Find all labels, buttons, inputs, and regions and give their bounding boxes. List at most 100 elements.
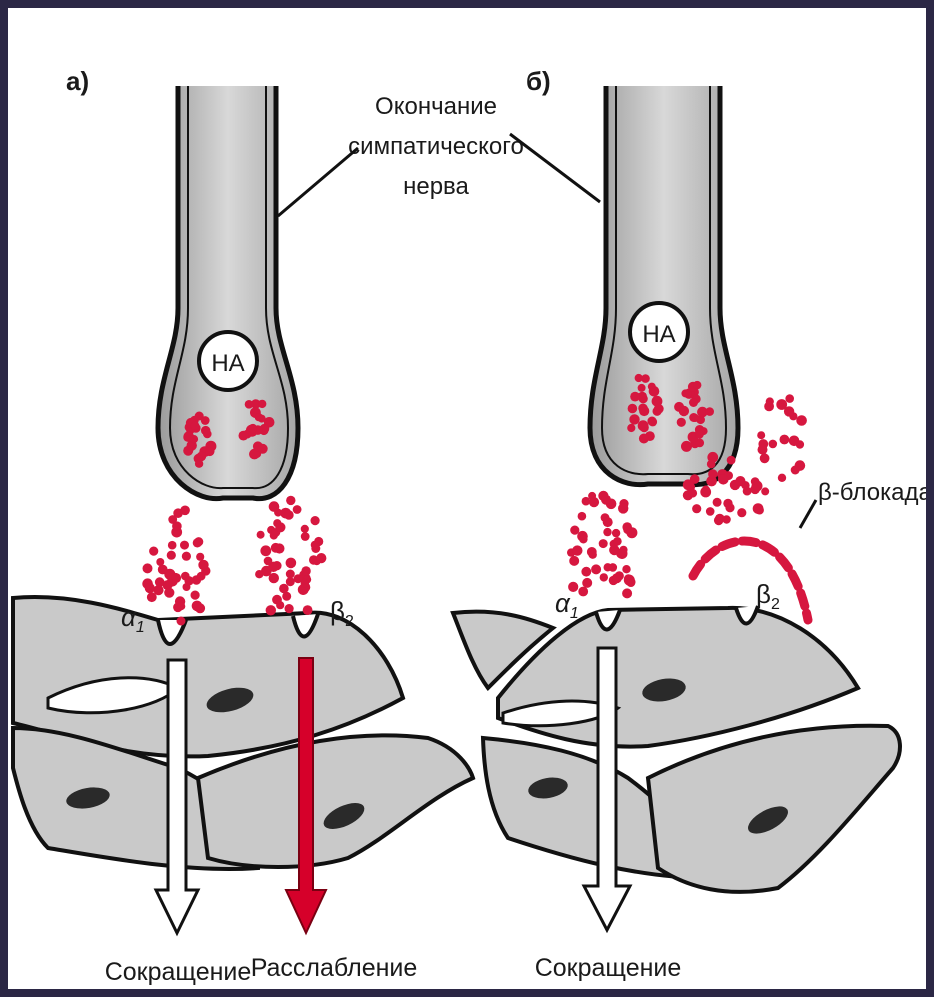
transmitter-dot bbox=[579, 535, 587, 543]
transmitter-dot bbox=[248, 424, 257, 433]
transmitter-dot bbox=[609, 545, 619, 555]
receptor-alpha-label-b: α1 bbox=[555, 588, 579, 622]
transmitter-dot bbox=[764, 402, 774, 412]
transmitter-dot bbox=[639, 434, 649, 444]
panel-a-letter: а) bbox=[66, 66, 89, 96]
transmitter-dot bbox=[760, 453, 770, 463]
transmitter-dot bbox=[264, 557, 273, 566]
transmitter-dot bbox=[639, 394, 648, 403]
transmitter-dot bbox=[684, 390, 692, 398]
transmitter-dot bbox=[654, 404, 664, 414]
transmitter-dot bbox=[197, 452, 207, 462]
transmitter-dot bbox=[266, 605, 276, 615]
transmitter-dot bbox=[784, 406, 794, 416]
nerve-label-group: Окончание симпатического нерва bbox=[278, 93, 600, 216]
outcome-contraction-a: Сокращение bbox=[105, 958, 252, 986]
transmitter-dot bbox=[600, 573, 608, 581]
outcome-contraction-b: Сокращение bbox=[535, 954, 682, 982]
transmitter-dot bbox=[191, 421, 200, 430]
transmitter-dot bbox=[582, 578, 592, 588]
transmitter-dot bbox=[648, 418, 657, 427]
transmitter-dot bbox=[177, 602, 185, 610]
transmitter-dot bbox=[177, 617, 186, 626]
transmitter-dot bbox=[275, 522, 285, 532]
transmitter-dot bbox=[635, 374, 643, 382]
transmitter-dot bbox=[689, 398, 698, 407]
transmitter-dot bbox=[791, 466, 800, 475]
transmitter-dot bbox=[612, 573, 622, 583]
transmitter-dot bbox=[301, 532, 310, 541]
blockade-leader-line bbox=[800, 500, 816, 528]
transmitter-dot bbox=[707, 460, 716, 469]
transmitter-dot bbox=[286, 577, 295, 586]
transmitter-dot bbox=[301, 579, 309, 587]
transmitter-dot bbox=[722, 515, 730, 523]
transmitter-dot bbox=[172, 521, 182, 531]
transmitter-dot bbox=[589, 497, 599, 507]
transmitter-dot bbox=[570, 526, 579, 535]
transmitter-dot bbox=[688, 489, 697, 498]
transmitter-dot bbox=[622, 588, 632, 598]
transmitter-dot bbox=[708, 469, 717, 478]
transmitter-dot bbox=[286, 558, 297, 569]
transmitter-dot bbox=[311, 516, 320, 525]
transmitter-dot bbox=[612, 529, 620, 537]
muscle-cell-a3 bbox=[198, 735, 473, 867]
transmitter-dot bbox=[182, 552, 191, 561]
transmitter-dot bbox=[572, 545, 582, 555]
transmitter-dot bbox=[743, 487, 752, 496]
muscle-tissue-b bbox=[453, 608, 900, 892]
nerve-label-line2: симпатического bbox=[348, 133, 524, 160]
transmitter-dot bbox=[638, 420, 649, 431]
transmitter-dot bbox=[184, 576, 193, 585]
transmitter-dot bbox=[761, 487, 769, 495]
transmitter-dot bbox=[164, 588, 174, 598]
diagram-frame: а) НА α1 β2 Сокращение Расслаблени bbox=[8, 8, 926, 989]
transmitter-dot bbox=[200, 561, 208, 569]
transmitter-dot bbox=[628, 404, 638, 414]
transmitter-dot bbox=[780, 435, 790, 445]
transmitter-dot bbox=[255, 413, 263, 421]
outcome-relaxation-a: Расслабление bbox=[251, 954, 418, 982]
transmitter-dot bbox=[279, 584, 289, 594]
transmitter-dot bbox=[201, 416, 210, 425]
transmitter-dot bbox=[582, 497, 591, 506]
leader-line-b bbox=[510, 134, 600, 202]
panel-b-letter: б) bbox=[526, 66, 551, 96]
receptor-beta-label-a: β2 bbox=[330, 596, 354, 630]
transmitter-dot bbox=[301, 566, 310, 575]
transmitter-dot bbox=[796, 415, 807, 426]
transmitter-dot bbox=[578, 512, 587, 521]
transmitter-dot bbox=[171, 573, 179, 581]
transmitter-dot bbox=[591, 564, 601, 574]
transmitter-dot bbox=[183, 446, 193, 456]
transmitter-dot bbox=[173, 508, 183, 518]
transmitter-dot bbox=[276, 601, 284, 609]
transmitter-dot bbox=[601, 495, 611, 505]
transmitter-dot bbox=[303, 605, 313, 615]
transmitter-dot bbox=[755, 506, 764, 515]
transmitter-dot bbox=[183, 431, 194, 442]
transmitter-dot bbox=[683, 479, 694, 490]
transmitter-dot bbox=[679, 406, 689, 416]
transmitter-dot bbox=[723, 499, 732, 508]
transmitter-dot bbox=[255, 570, 263, 578]
transmitter-dot bbox=[693, 381, 701, 389]
transmitter-dot bbox=[626, 527, 637, 538]
receptor-alpha-label-a: α1 bbox=[121, 602, 145, 636]
transmitter-dot bbox=[689, 413, 698, 422]
transmitter-dot bbox=[168, 541, 177, 550]
transmitter-dot bbox=[648, 383, 656, 391]
transmitter-dot bbox=[143, 563, 153, 573]
transmitter-dot bbox=[627, 578, 636, 587]
transmitter-dot bbox=[609, 563, 618, 572]
transmitter-dot bbox=[286, 570, 295, 579]
transmitter-dot bbox=[205, 447, 214, 456]
transmitter-dot bbox=[167, 551, 176, 560]
transmitter-dot bbox=[789, 436, 800, 447]
transmitter-dot bbox=[197, 572, 206, 581]
transmitter-dot bbox=[705, 407, 714, 416]
transmitter-dot bbox=[192, 601, 203, 612]
transmitter-dot bbox=[702, 486, 710, 494]
transmitter-dot bbox=[180, 541, 189, 550]
